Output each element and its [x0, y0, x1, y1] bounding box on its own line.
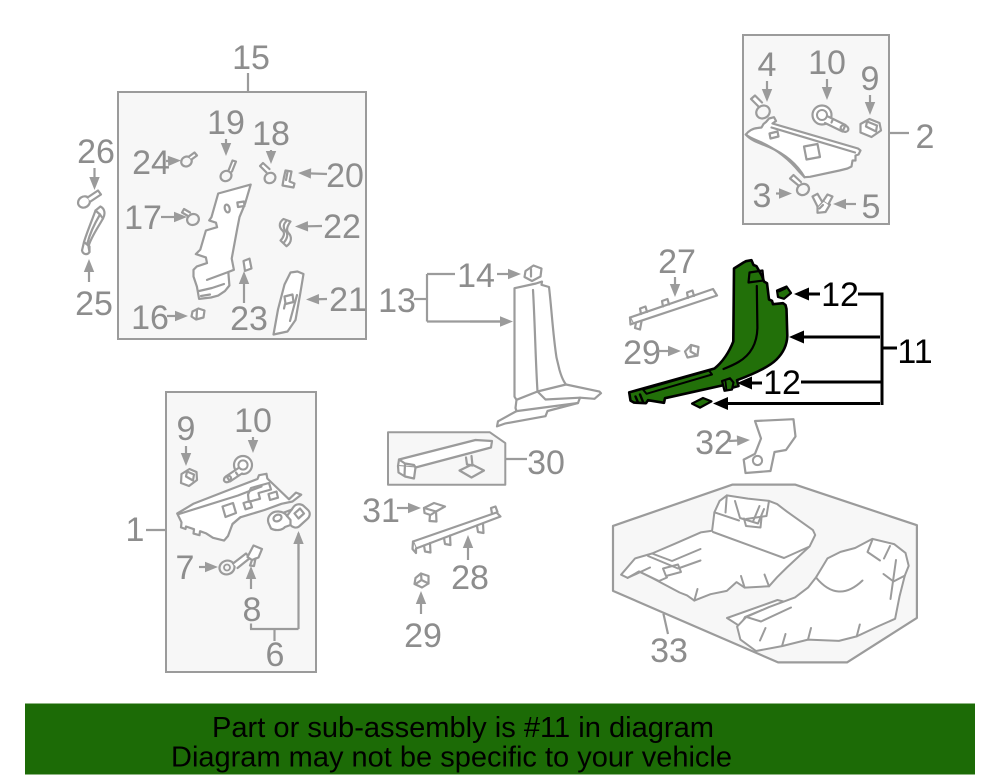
svg-text:15: 15	[232, 39, 270, 77]
svg-text:9: 9	[177, 410, 196, 448]
svg-text:1: 1	[126, 511, 145, 549]
svg-text:33: 33	[650, 632, 688, 670]
svg-text:21: 21	[329, 281, 367, 319]
svg-text:23: 23	[230, 300, 268, 338]
svg-text:5: 5	[862, 188, 881, 226]
svg-text:26: 26	[77, 133, 115, 171]
svg-text:29: 29	[404, 617, 442, 655]
svg-text:2: 2	[916, 118, 935, 156]
svg-text:27: 27	[658, 243, 696, 281]
svg-text:24: 24	[132, 144, 170, 182]
svg-text:10: 10	[234, 402, 272, 440]
svg-text:12: 12	[763, 364, 801, 402]
svg-text:10: 10	[808, 44, 846, 82]
svg-text:29: 29	[623, 334, 661, 372]
svg-text:20: 20	[326, 157, 364, 195]
svg-text:9: 9	[861, 60, 880, 98]
svg-text:25: 25	[75, 285, 113, 323]
svg-text:19: 19	[207, 104, 245, 142]
svg-text:11: 11	[897, 333, 932, 371]
svg-text:18: 18	[252, 115, 290, 153]
svg-text:7: 7	[176, 549, 195, 587]
svg-text:31: 31	[362, 492, 400, 530]
svg-text:16: 16	[131, 299, 169, 337]
svg-text:17: 17	[124, 199, 162, 237]
svg-text:14: 14	[457, 257, 495, 295]
svg-text:30: 30	[527, 444, 565, 482]
svg-text:32: 32	[695, 424, 733, 462]
svg-text:4: 4	[758, 46, 777, 84]
svg-text:28: 28	[451, 559, 489, 597]
svg-text:6: 6	[266, 636, 285, 674]
svg-text:12: 12	[821, 276, 859, 314]
svg-text:22: 22	[323, 208, 361, 246]
svg-text:8: 8	[243, 591, 262, 629]
svg-text:13: 13	[378, 282, 416, 320]
svg-text:Part or sub-assembly is #11 in: Part or sub-assembly is #11 in diagram	[212, 712, 714, 744]
svg-text:Diagram may not be specific to: Diagram may not be specific to your vehi…	[171, 742, 732, 774]
svg-text:3: 3	[753, 177, 772, 215]
